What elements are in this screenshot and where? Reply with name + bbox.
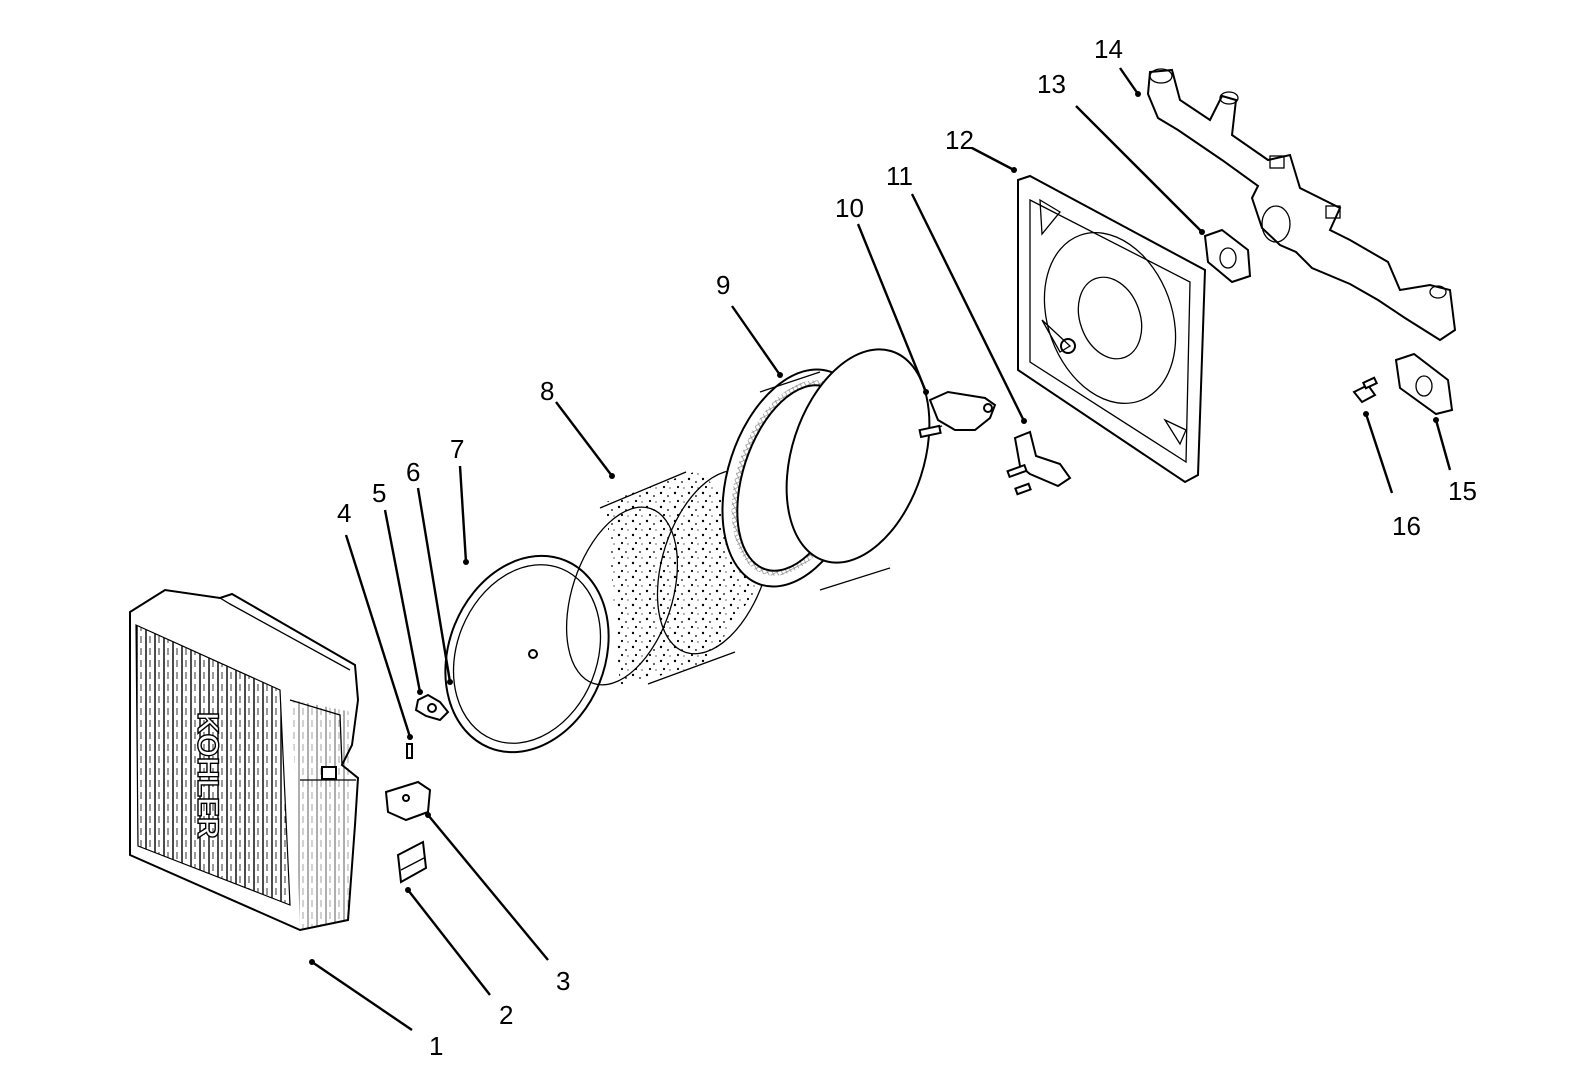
screw-part	[1352, 376, 1379, 404]
leader-lines	[309, 67, 1452, 1031]
callout-8: 8	[540, 376, 554, 406]
callout-2: 2	[499, 1000, 513, 1030]
callout-9: 9	[716, 270, 730, 300]
callout-6: 6	[406, 457, 420, 487]
breather-tube-part	[1146, 68, 1457, 342]
wing-nut-part	[414, 693, 450, 722]
callout-10: 10	[835, 193, 864, 223]
callout-1: 1	[429, 1031, 443, 1061]
callout-12: 12	[945, 125, 974, 155]
callout-14: 14	[1094, 34, 1123, 64]
callout-5: 5	[372, 478, 386, 508]
callout-16: 16	[1392, 511, 1421, 541]
callout-11: 11	[886, 161, 913, 191]
paper-element-part	[721, 348, 931, 591]
mount-bracket-part	[1006, 430, 1072, 496]
pin-part	[406, 743, 413, 759]
gasket-lower-part	[1394, 352, 1454, 416]
callout-7: 7	[450, 434, 464, 464]
bracket-part	[384, 780, 432, 822]
stud-bracket-part	[918, 390, 997, 439]
base-plate-part	[1017, 174, 1207, 484]
kohler-logo-text: KOHLER	[191, 712, 224, 839]
gasket-part	[1203, 228, 1252, 284]
air-cleaner-cover: KOHLER	[129, 588, 360, 932]
cover-disc-part	[444, 554, 610, 754]
callout-3: 3	[556, 966, 570, 996]
callout-labels: 1 2 3 4 5 6 7 8 9 10 11 12 13 14 15 16	[337, 34, 1477, 1061]
callout-4: 4	[337, 498, 351, 528]
clip-part	[396, 840, 428, 884]
callout-13: 13	[1037, 69, 1066, 99]
callout-15: 15	[1448, 476, 1477, 506]
